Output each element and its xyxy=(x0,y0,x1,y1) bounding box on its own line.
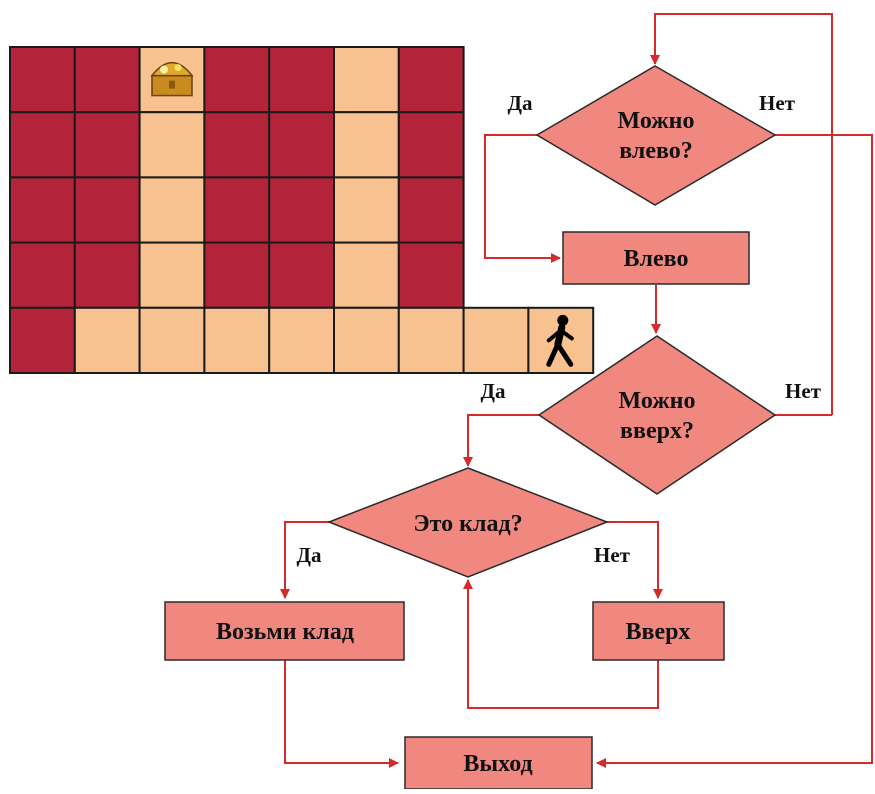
maze-cell-wall xyxy=(269,112,334,177)
yes-label: Да xyxy=(508,91,533,115)
maze-cell-path xyxy=(334,112,399,177)
action-go-left: Влево xyxy=(563,232,749,284)
action-label: Возьми клад xyxy=(216,619,354,645)
decision-label-line2: вверх? xyxy=(620,418,694,444)
maze-cell-path xyxy=(140,177,205,242)
maze-cell-wall xyxy=(10,112,75,177)
maze-cell-wall xyxy=(269,177,334,242)
maze-cell-path xyxy=(269,308,334,373)
action-take-treasure: Возьми клад xyxy=(165,602,404,660)
maze-cell-wall xyxy=(75,243,140,308)
maze-cell-wall xyxy=(204,243,269,308)
maze-cell-path xyxy=(140,243,205,308)
maze-cell-wall xyxy=(399,177,464,242)
maze-cell-wall xyxy=(204,47,269,112)
maze-cell-path xyxy=(464,308,529,373)
maze-cell-wall xyxy=(10,243,75,308)
arrow-d1-yes-to-left xyxy=(485,135,560,258)
maze-cell-wall xyxy=(204,112,269,177)
yes-label: Да xyxy=(481,379,506,403)
decision-label-line1: Можно xyxy=(619,388,696,414)
maze-cell-wall xyxy=(399,243,464,308)
yes-label: Да xyxy=(297,543,322,567)
decision-label-line1: Можно xyxy=(618,108,695,134)
maze-cell-path xyxy=(399,308,464,373)
maze-cell-wall xyxy=(269,47,334,112)
action-label: Вверх xyxy=(626,619,691,645)
decision-shape xyxy=(537,66,775,205)
decision-label-line2: влево? xyxy=(619,138,693,164)
maze-cell-wall xyxy=(204,177,269,242)
action-go-up: Вверх xyxy=(593,602,724,660)
decision-label: Это клад? xyxy=(413,511,522,537)
maze-cell-wall xyxy=(75,47,140,112)
maze-cell-path xyxy=(334,243,399,308)
maze-cell-path xyxy=(334,47,399,112)
arrow-take-to-exit xyxy=(285,660,398,763)
maze-cell-path xyxy=(140,308,205,373)
maze-cell-wall xyxy=(399,112,464,177)
no-label: Нет xyxy=(594,543,631,567)
action-label: Выход xyxy=(463,751,532,777)
no-label: Нет xyxy=(785,379,822,403)
maze-cell-path xyxy=(204,308,269,373)
maze-grid xyxy=(10,47,593,373)
maze-cell-path xyxy=(334,177,399,242)
decision-is-treasure: Это клад? Да Нет xyxy=(297,468,631,577)
maze-cell-wall xyxy=(10,47,75,112)
maze-cell-wall xyxy=(269,243,334,308)
no-label: Нет xyxy=(759,91,796,115)
arrow-d2-yes-to-d3 xyxy=(468,415,539,466)
action-label: Влево xyxy=(624,246,689,272)
maze-cell-wall xyxy=(10,177,75,242)
maze-cell-wall xyxy=(10,308,75,373)
action-exit: Выход xyxy=(405,737,592,789)
maze-cell-wall xyxy=(75,112,140,177)
maze-cell-wall xyxy=(399,47,464,112)
maze-cell-path xyxy=(140,112,205,177)
maze-cell-path xyxy=(75,308,140,373)
maze-cell-wall xyxy=(75,177,140,242)
maze-cell-path xyxy=(334,308,399,373)
decision-can-go-left: Можно влево? Да Нет xyxy=(508,66,796,205)
